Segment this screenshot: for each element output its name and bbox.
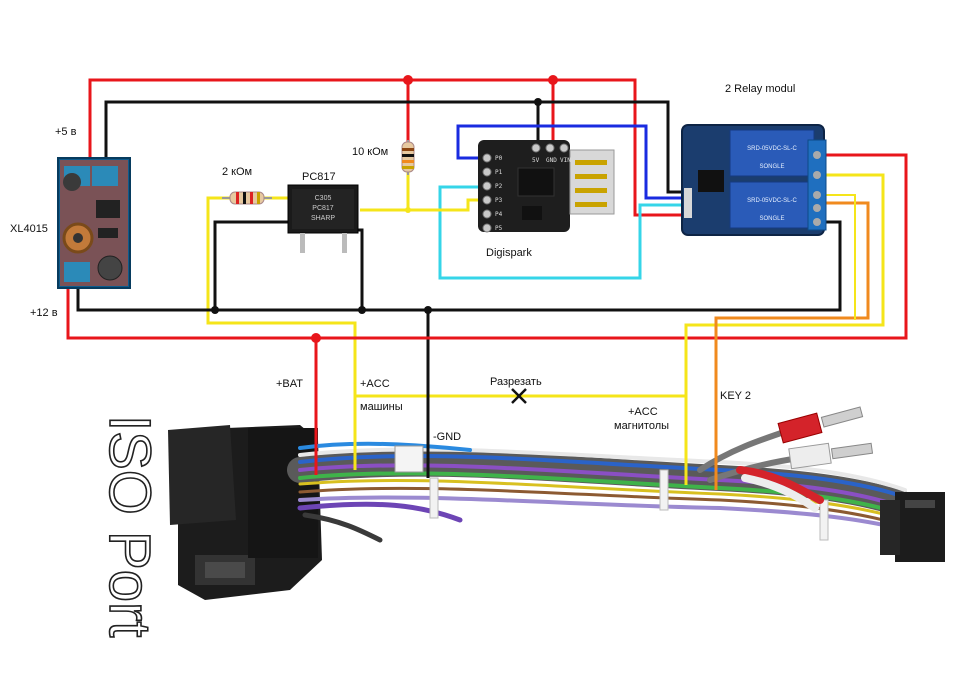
wire-yellow-relay-com: [822, 194, 856, 320]
digispark-pin-label: P2: [495, 183, 503, 190]
cable-tie: [659, 469, 669, 511]
label-acc-radio-1: +ACC: [628, 406, 658, 418]
relay-module: SRD-05VDC-SL-C SONGLE SRD-05VDC-SL-C SON…: [681, 124, 827, 236]
wire-gnd-opto-out: [356, 228, 364, 310]
iso-port-label: ISO Port: [97, 415, 162, 637]
digispark-pin-label: P1: [495, 169, 503, 176]
iso-connector-right: [880, 492, 945, 562]
label-xl4015: XL4015: [10, 223, 48, 235]
cable-tie: [429, 477, 439, 519]
wire-orange-key2: [714, 201, 870, 490]
label-digispark: Digispark: [486, 247, 532, 259]
digispark-pin-label: P4: [495, 211, 503, 218]
node-gnd-iso: [424, 306, 432, 314]
wire-yellow-digispark: [408, 198, 486, 212]
wire-yellow-relay-acc: [684, 173, 885, 485]
node-plus5-resistor: [403, 75, 413, 85]
label-acc-radio-2: магнитолы: [614, 420, 669, 432]
node-gnd-opto2: [358, 306, 366, 314]
digispark-pin-label: P3: [495, 197, 503, 204]
digispark-pin-label: 5V: [532, 157, 540, 164]
digispark-pin-label: GND: [546, 157, 557, 164]
wire-blue-signal: [456, 124, 688, 200]
label-pc817: PC817: [302, 171, 336, 183]
labels: +5 в XL4015 +12 в 2 кОм PC817 10 кОм Dig…: [10, 83, 795, 443]
pc817-chip-line2: PC817: [312, 205, 334, 212]
wire-gnd-bottom-rail: [76, 220, 842, 312]
wire-plus5-rail: [88, 78, 688, 217]
label-plus12: +12 в: [30, 307, 58, 319]
relay-chip-2b: SONGLE: [759, 216, 784, 222]
label-acc-car-1: +ACC: [360, 378, 390, 390]
xl4015-module: [57, 157, 131, 289]
label-cut: Разрезать: [490, 376, 542, 388]
junction-nodes: [211, 75, 558, 343]
pc817-chip-line1: C305: [315, 195, 332, 202]
digispark-pin-top: [559, 143, 569, 153]
node-plus-bat: [311, 333, 321, 343]
relay-chip-2: SRD-05VDC-SL-C: [747, 198, 797, 204]
wire-yellow-pullup: [360, 170, 410, 212]
small-white-connector: [394, 445, 424, 473]
digispark-pin-side: [482, 167, 492, 177]
label-plus5: +5 в: [55, 126, 77, 138]
label-resistor-2k: 2 кОм: [222, 166, 252, 178]
label-gnd: -GND: [433, 431, 461, 443]
label-key2: KEY 2: [720, 390, 751, 402]
pc817-chip: C305 PC817 SHARP: [287, 184, 359, 253]
label-resistor-10k: 10 кОм: [352, 146, 388, 158]
digispark-pin-label: P0: [495, 155, 503, 162]
label-relay-module: 2 Relay modul: [725, 83, 795, 95]
digispark-pin-top: [545, 143, 555, 153]
relay-chip-1: SRD-05VDC-SL-C: [747, 146, 797, 152]
node-plus5-digispark: [548, 75, 558, 85]
digispark-pin-side: [482, 181, 492, 191]
cable-tie: [819, 499, 829, 541]
digispark-pin-top: [531, 143, 541, 153]
node-yellow: [405, 207, 411, 213]
label-bat: +BAT: [276, 378, 303, 390]
wire-cyan-signal: [438, 185, 688, 280]
iso-connector-left: [168, 425, 322, 600]
iso-harness: ISO Port: [96, 406, 945, 638]
rca-plugs: [697, 406, 874, 512]
digispark-pin-side: [482, 223, 492, 233]
wire-gnd-rail: [104, 100, 688, 194]
resistor-10k: [401, 140, 415, 175]
digispark-pin-label: P5: [495, 225, 503, 232]
digispark-pin-side: [482, 153, 492, 163]
digispark-pin-label: VIN: [560, 157, 571, 164]
label-acc-car-2: машины: [360, 401, 403, 413]
node-gnd-digispark: [534, 98, 542, 106]
wire-yellow-acc-car: [206, 196, 357, 470]
cut-mark: [511, 388, 527, 404]
pc817-chip-line3: SHARP: [311, 215, 335, 222]
digispark-pin-side: [482, 195, 492, 205]
wire-plus12-rail: [66, 153, 908, 340]
node-gnd-opto: [211, 306, 219, 314]
resistor-2k: [222, 191, 272, 205]
relay-chip-1b: SONGLE: [759, 164, 784, 170]
digispark-pin-side: [482, 209, 492, 219]
wire-gnd-opto-emitter: [213, 220, 290, 310]
